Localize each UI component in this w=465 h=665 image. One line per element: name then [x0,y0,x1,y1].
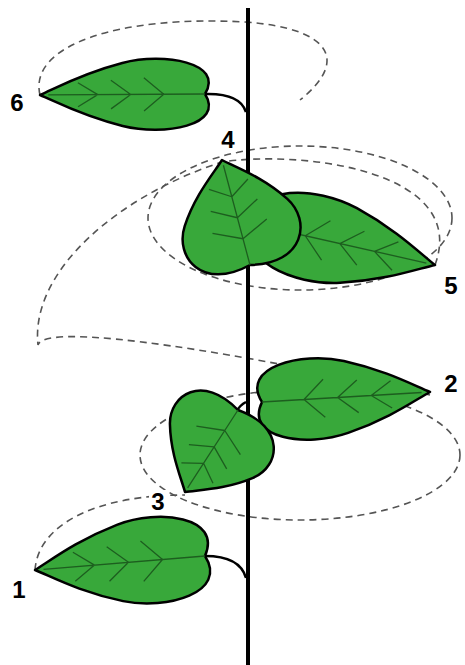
callout-number: 3 [149,490,166,514]
petiole [205,94,246,112]
leaf [31,513,212,613]
callout-number: 4 [219,128,236,152]
leaf [40,59,209,131]
leaf [138,378,286,522]
leaf-vein [42,536,207,590]
leaf-blade [31,513,212,613]
leaf-vein [48,77,205,111]
leaf-vein [166,396,260,502]
leaf-blade [40,59,209,131]
callout-number: 1 [10,578,27,602]
stem [246,8,250,665]
callout-number: 2 [442,372,459,396]
leaf [256,352,433,443]
callout-number: 6 [8,91,25,115]
callout-number: 5 [442,274,459,298]
leaf-vein [196,158,277,272]
leaves [31,59,444,613]
leaf-vein [261,373,423,421]
leaf-blade [164,145,308,283]
leaf-blade [256,352,433,443]
leaf [164,145,308,283]
leaf-blade [138,378,286,522]
